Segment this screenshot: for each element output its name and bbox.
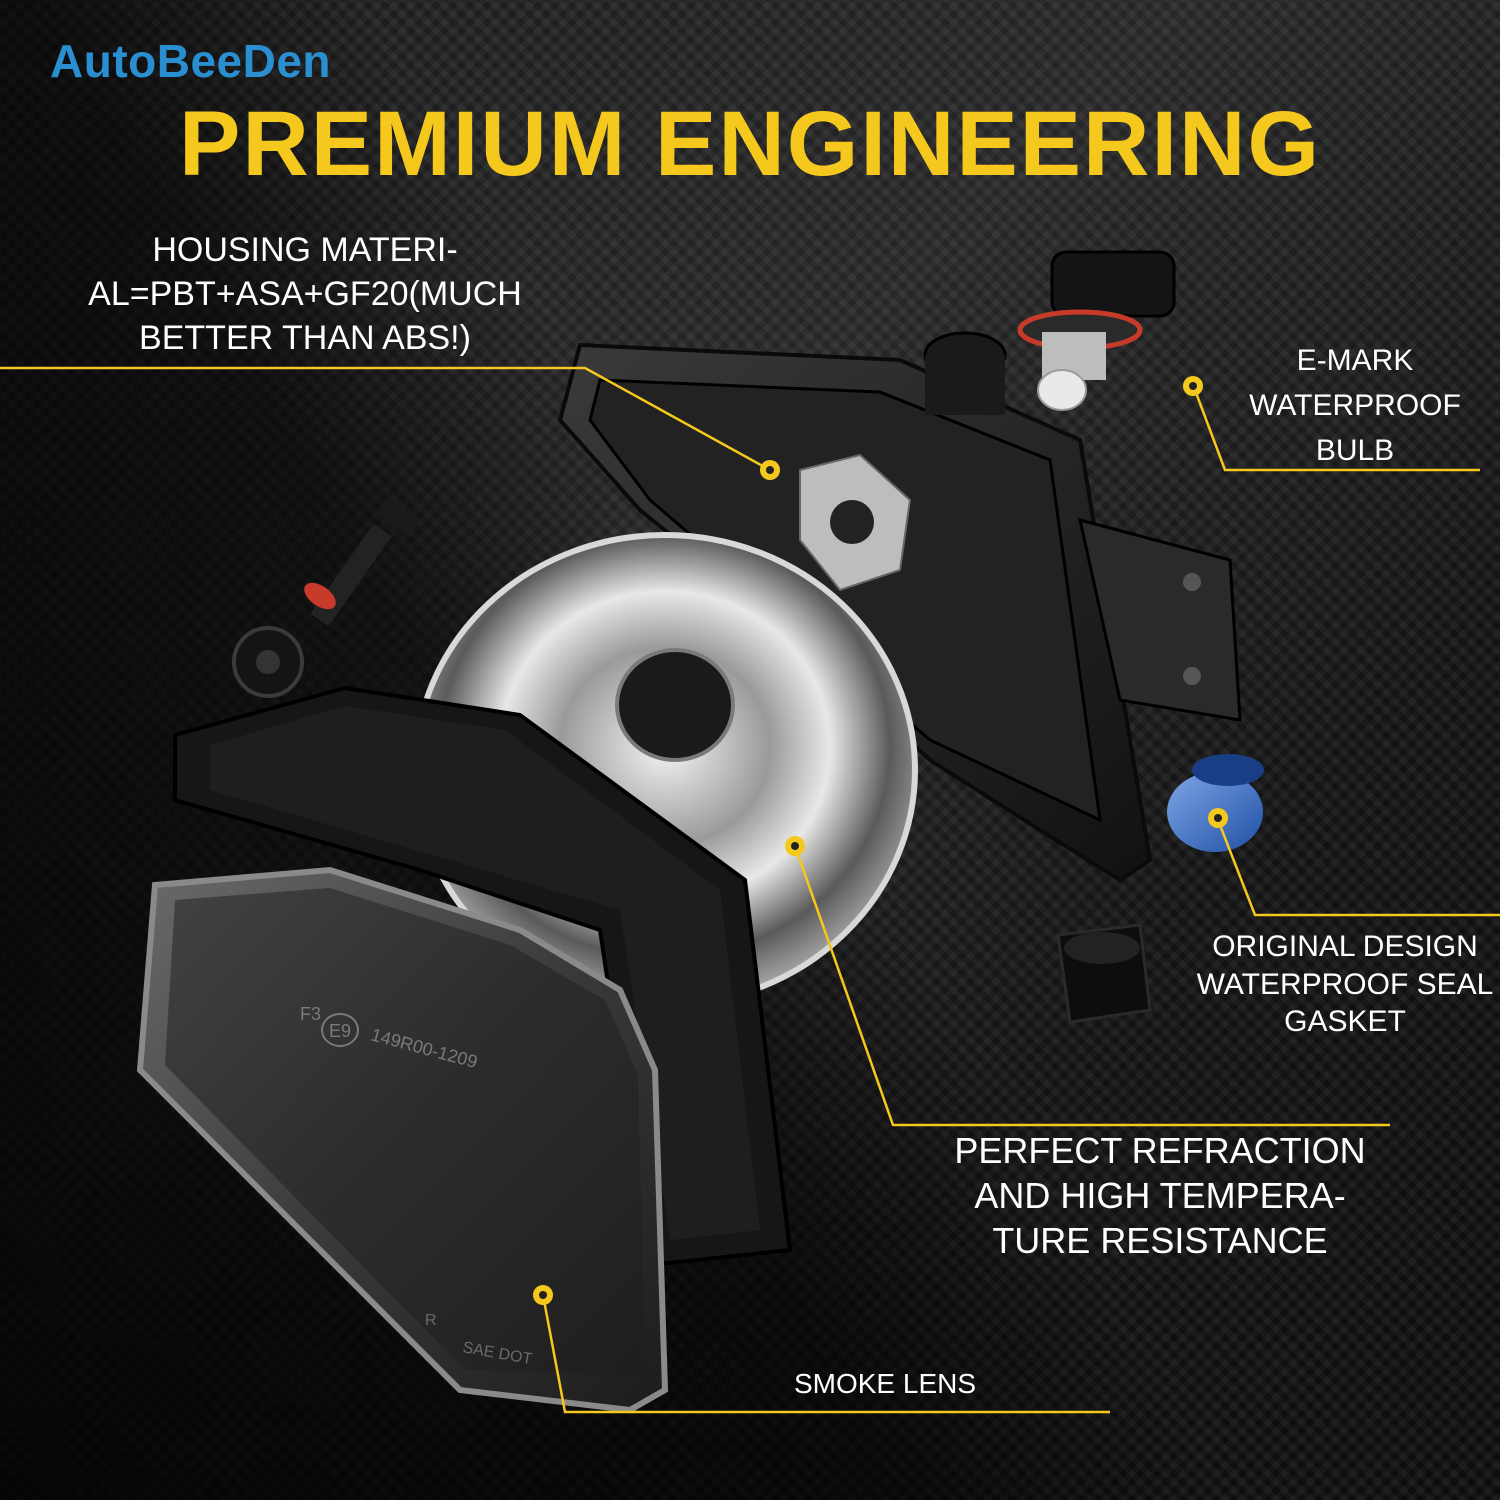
leader-dots	[533, 376, 1228, 1305]
callout-bulb: E-MARK WATERPROOF BULB	[1249, 344, 1461, 467]
lens-emark: E9	[329, 1021, 351, 1041]
headline: PREMIUM ENGINEERING	[178, 93, 1322, 195]
callout-seal-gasket: ORIGINAL DESIGN WATERPROOF SEAL GASKET	[1196, 930, 1494, 1038]
blue-cap	[1167, 754, 1264, 852]
callout-housing-material: HOUSING MATERI- AL=PBT+ASA+GF20(MUCH BET…	[88, 231, 522, 358]
leader-gasket	[1216, 819, 1500, 917]
bulb	[1017, 250, 1176, 411]
seal-gasket	[1056, 923, 1152, 1024]
leader-housing	[0, 366, 771, 472]
lens-r-mark: R	[425, 1312, 437, 1329]
lens-code-1: F3	[300, 1004, 321, 1024]
leader-refraction	[793, 845, 1390, 1127]
rear-housing	[557, 331, 1242, 883]
callout-refraction: PERFECT REFRACTION AND HIGH TEMPERA- TUR…	[954, 1130, 1366, 1261]
leader-lens	[541, 1294, 1110, 1414]
leader-lines	[0, 366, 1500, 1414]
callout-smoke-lens: SMOKE LENS	[793, 1368, 977, 1399]
brand-logo: AutoBeeDen	[50, 35, 332, 87]
adjuster-screw	[232, 497, 418, 698]
smoke-lens: F3 E9 149R00-1209 R SAE DOT	[136, 866, 669, 1414]
leader-bulb	[1193, 389, 1480, 472]
